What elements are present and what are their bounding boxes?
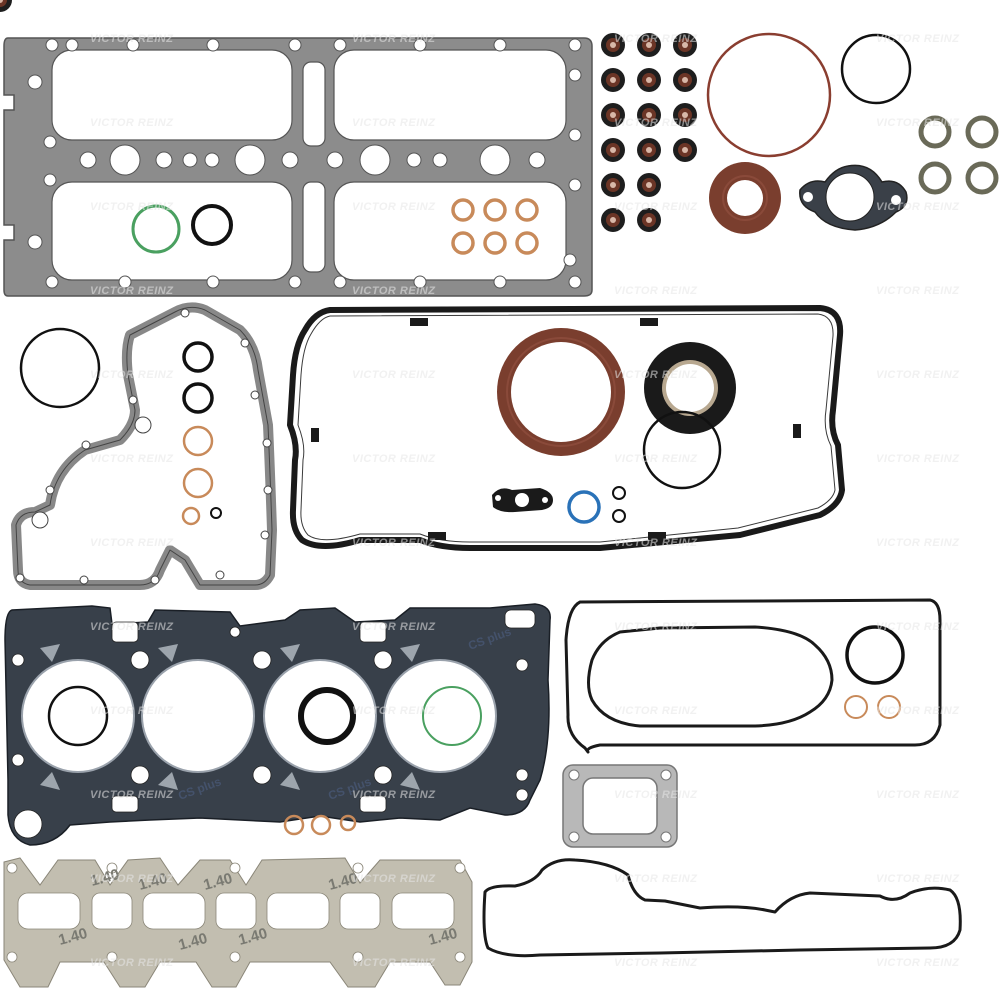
gasket-set-photo: VICTOR REINZ [0,0,1000,1000]
victor-reinz-watermark [0,0,1000,1000]
